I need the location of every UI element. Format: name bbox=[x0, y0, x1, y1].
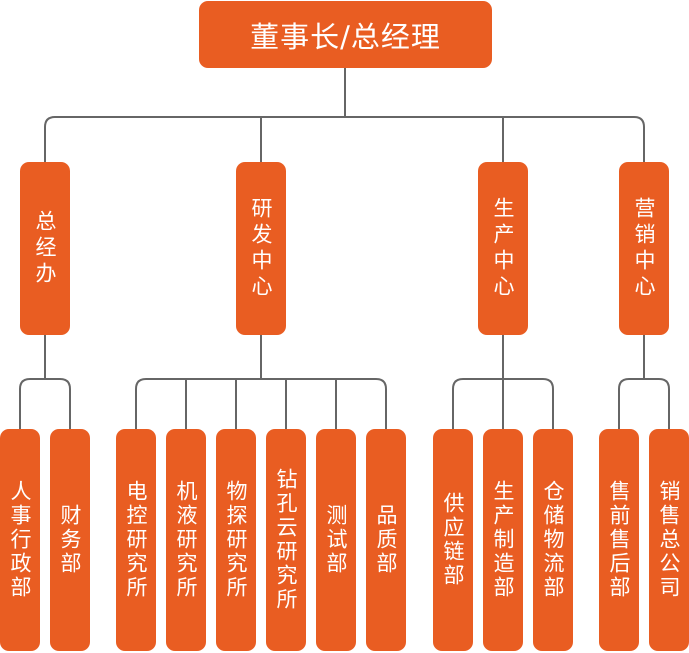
group4-bus bbox=[618, 378, 670, 429]
dept-label: 总经办 bbox=[33, 209, 57, 288]
unit-node-supply-chain[interactable]: 供应链部 bbox=[433, 429, 473, 651]
unit-node-sales-headquarters[interactable]: 销售总公司 bbox=[649, 429, 689, 651]
dept-node-general-office[interactable]: 总经办 bbox=[20, 162, 70, 335]
unit-label: 机液研究所 bbox=[174, 480, 198, 600]
dept-label: 生产中心 bbox=[491, 196, 515, 301]
unit-label: 品质部 bbox=[374, 504, 398, 576]
root-node-chairman[interactable]: 董事长/总经理 bbox=[199, 1, 492, 68]
unit-node-drilling-cloud-institute[interactable]: 钻孔云研究所 bbox=[266, 429, 306, 651]
unit-label: 钻孔云研究所 bbox=[274, 468, 298, 612]
unit-label: 物探研究所 bbox=[224, 480, 248, 600]
unit-node-quality[interactable]: 品质部 bbox=[366, 429, 406, 651]
unit-node-testing[interactable]: 测试部 bbox=[316, 429, 356, 651]
unit-label: 供应链部 bbox=[441, 492, 465, 588]
unit-label: 销售总公司 bbox=[657, 480, 681, 600]
unit-node-geophysics-institute[interactable]: 物探研究所 bbox=[216, 429, 256, 651]
unit-label: 财务部 bbox=[58, 504, 82, 576]
root-node-label: 董事长/总经理 bbox=[250, 19, 441, 54]
group1-bus bbox=[19, 378, 71, 429]
unit-label: 售前售后部 bbox=[607, 480, 631, 600]
dept-node-marketing-center[interactable]: 营销中心 bbox=[619, 162, 669, 335]
unit-label: 生产制造部 bbox=[491, 480, 515, 600]
dept-node-rd-center[interactable]: 研发中心 bbox=[236, 162, 286, 335]
group2-bus bbox=[135, 378, 387, 429]
dept-node-production-center[interactable]: 生产中心 bbox=[478, 162, 528, 335]
unit-node-hr-admin[interactable]: 人事行政部 bbox=[0, 429, 40, 651]
level1-bus bbox=[44, 116, 645, 162]
unit-node-manufacturing[interactable]: 生产制造部 bbox=[483, 429, 523, 651]
unit-node-finance[interactable]: 财务部 bbox=[50, 429, 90, 651]
unit-label: 测试部 bbox=[324, 504, 348, 576]
unit-label: 人事行政部 bbox=[8, 480, 32, 600]
unit-node-electric-control-institute[interactable]: 电控研究所 bbox=[116, 429, 156, 651]
unit-label: 仓储物流部 bbox=[541, 480, 565, 600]
group3-bus bbox=[452, 378, 554, 429]
unit-node-warehouse-logistics[interactable]: 仓储物流部 bbox=[533, 429, 573, 651]
unit-node-hydraulic-institute[interactable]: 机液研究所 bbox=[166, 429, 206, 651]
dept-label: 研发中心 bbox=[249, 196, 273, 301]
dept-label: 营销中心 bbox=[632, 196, 656, 301]
unit-label: 电控研究所 bbox=[124, 480, 148, 600]
group2-drop bbox=[185, 379, 337, 429]
unit-node-presales-aftersales[interactable]: 售前售后部 bbox=[599, 429, 639, 651]
